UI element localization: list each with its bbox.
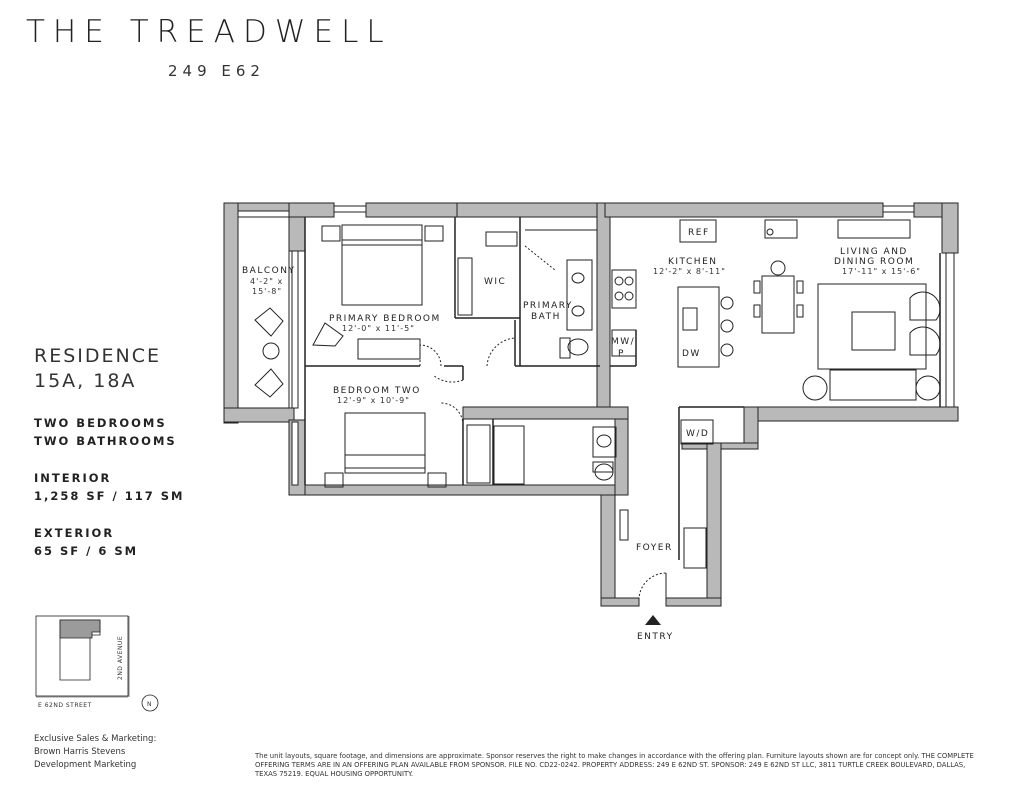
foyer-fixtures [619, 419, 714, 569]
kitchen-fixtures [611, 219, 798, 368]
second-bath-fixtures [466, 424, 617, 485]
dishwasher-label: DW [682, 349, 701, 359]
living-room-label-2: DINING ROOM [834, 257, 914, 267]
balcony-dimension-1: 4'-2" x [250, 277, 283, 286]
foyer-wall-right [706, 442, 722, 606]
sales-line-1: Exclusive Sales & Marketing: [34, 734, 157, 744]
balcony-wall-bottom [223, 407, 295, 423]
doors [419, 337, 667, 601]
kitchen-dimension: 12'-2" x 8'-11" [653, 267, 726, 276]
bedroom-two-dimension: 12'-9" x 10'-9" [337, 396, 410, 405]
microwave-label-2: P [618, 349, 625, 359]
north-arrow-icon [141, 694, 159, 712]
key-plan-avenue-label: 2ND AVENUE [117, 636, 124, 680]
microwave-label-1: MW/ [611, 337, 635, 347]
windows [291, 205, 955, 486]
key-plan-street-label: E 62ND STREET [38, 702, 92, 709]
wic-label: WIC [484, 277, 506, 287]
bedroom-two-label: BEDROOM TWO [333, 386, 421, 396]
bathroom-count: TWO BATHROOMS [34, 434, 177, 448]
north-label: N [147, 701, 152, 708]
kitchen-wall-left [596, 202, 611, 414]
kitchen-label: KITCHEN [668, 257, 718, 267]
primary-bed-wall-top-left [288, 202, 335, 218]
exterior-label: EXTERIOR [34, 526, 115, 540]
exterior-value: 65 SF / 6 SM [34, 544, 139, 558]
primary-bath-label-1: PRIMARY [523, 301, 573, 311]
foyer-wall-bottom-right [665, 597, 722, 607]
balcony-label: BALCONY [242, 266, 295, 276]
residence-units: 15A, 18A [34, 370, 137, 392]
foyer-wall-bottom-left [600, 597, 640, 607]
foyer-label: FOYER [636, 543, 673, 553]
building-address: 249 E62 [168, 62, 265, 80]
refrigerator-label: REF [688, 228, 710, 238]
bedroom-two-furniture [324, 412, 447, 488]
living-wall-right-top [941, 202, 959, 254]
building-title: THE TREADWELL [26, 14, 392, 50]
entry-arrow-icon [645, 615, 661, 625]
balcony-furniture [237, 216, 290, 409]
washer-dryer-label: W/D [686, 429, 709, 439]
kitchen-wall-top [604, 202, 884, 218]
balcony-dimension-2: 15'-8" [252, 287, 282, 296]
primary-bedroom-label: PRIMARY BEDROOM [329, 314, 441, 324]
bedroom-count: TWO BEDROOMS [34, 416, 167, 430]
primary-bedroom-furniture [312, 224, 444, 360]
living-room-label-1: LIVING AND [840, 247, 908, 257]
legal-disclaimer: The unit layouts, square footage, and di… [255, 752, 974, 778]
wic-and-bath-fixtures [457, 229, 597, 359]
sales-marketing: Exclusive Sales & Marketing: Brown Harri… [34, 733, 156, 772]
key-plan-unit-highlight [59, 619, 101, 639]
dining-and-living-furniture [753, 219, 941, 401]
interior-label: INTERIOR [34, 471, 112, 485]
living-wall-bottom [743, 406, 959, 422]
sales-line-3: Development Marketing [34, 760, 137, 770]
key-plan: E 62ND STREET 2ND AVENUE N [35, 615, 159, 712]
living-room-dimension: 17'-11" x 15'-6" [842, 267, 921, 276]
foyer-wall-left [600, 492, 616, 606]
residence-name: RESIDENCE [34, 345, 161, 367]
primary-bed-wall-top-right [365, 202, 461, 218]
bath-two-wall-right [614, 406, 629, 496]
balcony-wall-left [223, 202, 239, 424]
wic-bath-wall-top [456, 202, 598, 218]
primary-bath-label-2: BATH [531, 312, 561, 322]
primary-bedroom-dimension: 12'-0" x 11'-5" [342, 324, 415, 333]
sales-line-2: Brown Harris Stevens [34, 747, 126, 757]
bath-two-wall-top [462, 406, 629, 420]
interior-value: 1,258 SF / 117 SM [34, 489, 185, 503]
entry-label: ENTRY [637, 632, 674, 642]
